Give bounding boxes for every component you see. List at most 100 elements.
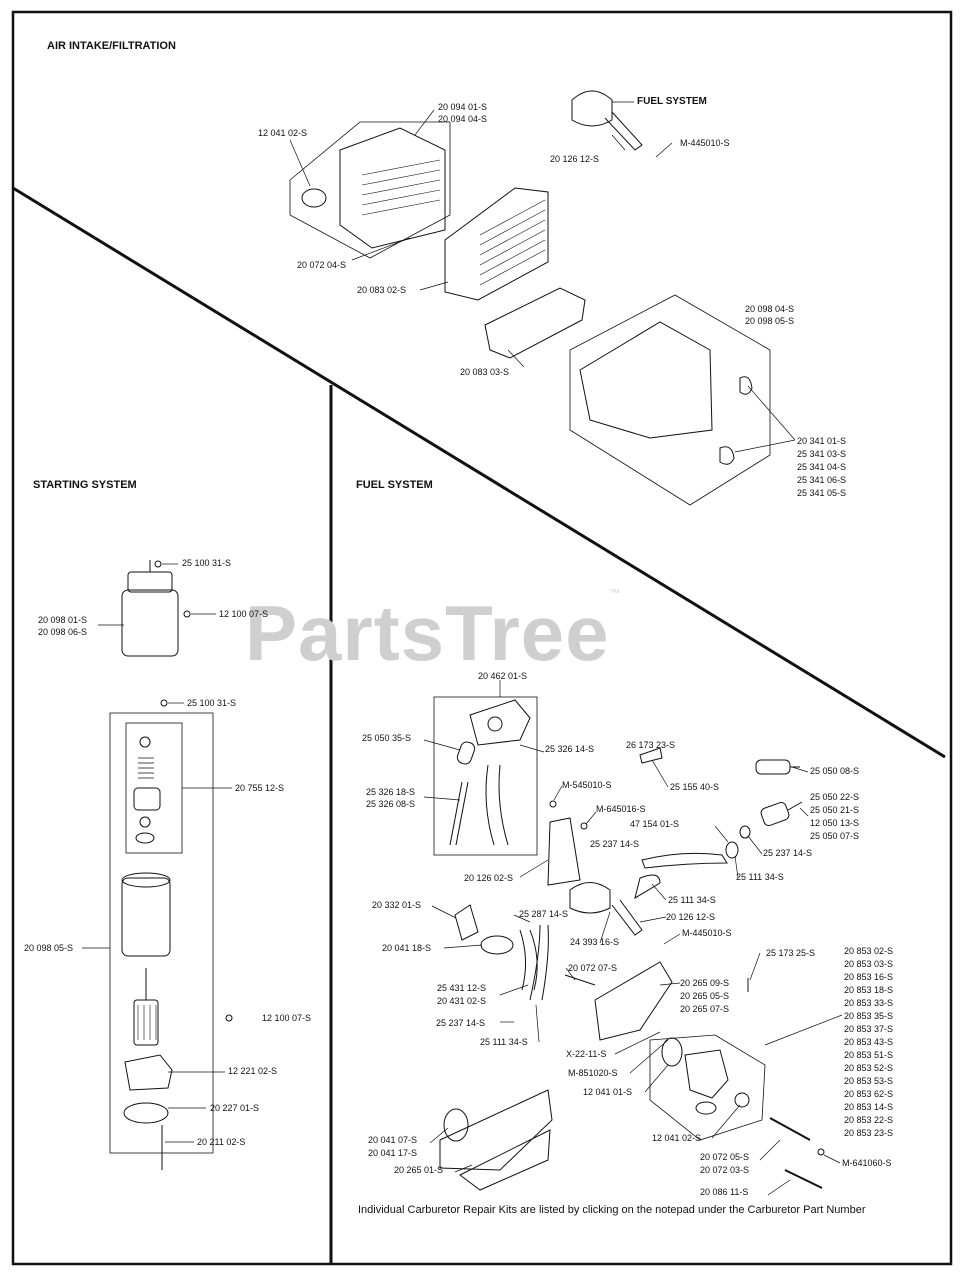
carb-part-label[interactable]: 20 853 03-S — [844, 959, 894, 969]
part-label[interactable]: M-445010-S — [680, 138, 730, 148]
carb-part-label[interactable]: 20 853 23-S — [844, 1128, 894, 1138]
part-label[interactable]: 20 098 05-S — [745, 316, 795, 326]
part-label[interactable]: 12 041 02-S — [258, 128, 308, 138]
part-label[interactable]: 20 083 03-S — [460, 367, 510, 377]
pre-cleaner — [484, 287, 586, 359]
part-label[interactable]: M-641060-S — [842, 1158, 892, 1168]
carburetor-plate — [594, 961, 673, 1041]
carb-part-label[interactable]: 20 853 16-S — [844, 972, 894, 982]
part-label[interactable]: 25 111 34-S — [736, 872, 784, 882]
part-label[interactable]: X-22-11-S — [566, 1049, 607, 1059]
part-label[interactable]: 12 100 07-S — [262, 1013, 312, 1023]
part-label[interactable]: 20 211 02-S — [197, 1137, 246, 1147]
part-label[interactable]: 20 126 12-S — [666, 912, 716, 922]
carb-part-label[interactable]: 20 853 18-S — [844, 985, 894, 995]
part-label[interactable]: 20 265 01-S — [394, 1165, 444, 1175]
part-label[interactable]: 20 265 09-S — [680, 978, 730, 988]
part-label[interactable]: 20 341 01-S — [797, 436, 847, 446]
carb-part-label[interactable]: 20 853 52-S — [844, 1063, 894, 1073]
part-label[interactable]: 20 072 03-S — [700, 1165, 750, 1175]
part-label[interactable]: 26 173 23-S — [626, 740, 676, 750]
fuel-pump — [569, 882, 611, 914]
part-label[interactable]: M-445010-S — [682, 928, 732, 938]
part-label[interactable]: 25 341 04-S — [797, 462, 847, 472]
carb-part-label[interactable]: 20 853 35-S — [844, 1011, 894, 1021]
drive-kit-parts — [133, 736, 161, 844]
part-label[interactable]: 20 126 12-S — [550, 154, 600, 164]
part-label[interactable]: 25 111 34-S — [668, 895, 716, 905]
part-label[interactable]: M-645016-S — [596, 804, 646, 814]
part-label[interactable]: 12 041 02-S — [652, 1133, 702, 1143]
part-label[interactable]: 20 755 12-S — [235, 783, 285, 793]
part-label[interactable]: 20 431 02-S — [437, 996, 487, 1006]
nut-icon-3 — [817, 1148, 825, 1156]
part-label[interactable]: 20 265 05-S — [680, 991, 730, 1001]
part-label[interactable]: 25 100 31-S — [187, 698, 237, 708]
part-label[interactable]: 25 050 07-S — [810, 831, 860, 841]
part-label[interactable]: 25 326 14-S — [545, 744, 595, 754]
part-label[interactable]: 25 155 40-S — [670, 782, 720, 792]
carb-part-label[interactable]: 20 853 43-S — [844, 1037, 894, 1047]
part-label[interactable]: 25 341 05-S — [797, 488, 847, 498]
part-label[interactable]: 25 173 25-S — [766, 948, 816, 958]
air-filter-element — [444, 187, 549, 301]
part-label[interactable]: 25 431 12-S — [437, 983, 487, 993]
part-label[interactable]: 20 083 02-S — [357, 285, 407, 295]
part-label[interactable]: 20 126 02-S — [464, 873, 514, 883]
part-label[interactable]: 25 111 34-S — [480, 1037, 528, 1047]
part-label[interactable]: 20 072 04-S — [297, 260, 347, 270]
part-label[interactable]: 25 237 14-S — [590, 839, 640, 849]
part-label[interactable]: 12 050 13-S — [810, 818, 860, 828]
part-label[interactable]: 25 341 03-S — [797, 449, 847, 459]
part-label[interactable]: 24 393 16-S — [570, 937, 620, 947]
part-label[interactable]: 25 341 06-S — [797, 475, 847, 485]
part-label[interactable]: 25 050 35-S — [362, 733, 412, 743]
part-label[interactable]: 25 050 22-S — [810, 792, 860, 802]
long-bolt — [769, 1117, 811, 1141]
part-label[interactable]: 25 237 14-S — [763, 848, 813, 858]
screw-icon-2 — [580, 822, 588, 830]
air-cleaner-base — [301, 127, 446, 249]
part-label[interactable]: 20 265 07-S — [680, 1004, 730, 1014]
part-label[interactable]: 20 041 17-S — [368, 1148, 418, 1158]
part-label[interactable]: 25 050 08-S — [810, 766, 860, 776]
part-label[interactable]: 25 326 08-S — [366, 799, 416, 809]
part-label[interactable]: M-851020-S — [568, 1068, 618, 1078]
part-label[interactable]: 20 094 04-S — [438, 114, 488, 124]
carb-part-label[interactable]: 20 853 37-S — [844, 1024, 894, 1034]
part-label[interactable]: 20 462 01-S — [478, 671, 528, 681]
carb-part-label[interactable]: 20 853 51-S — [844, 1050, 894, 1060]
carb-part-label[interactable]: 20 853 53-S — [844, 1076, 894, 1086]
part-label[interactable]: 47 154 01-S — [630, 819, 680, 829]
carb-part-label[interactable]: 20 853 62-S — [844, 1089, 894, 1099]
part-label[interactable]: 20 094 01-S — [438, 102, 488, 112]
carb-part-label[interactable]: 20 853 02-S — [844, 946, 894, 956]
carb-part-label[interactable]: 20 853 14-S — [844, 1102, 894, 1112]
part-label[interactable]: 20 098 01-S — [38, 615, 88, 625]
part-label[interactable]: 20 072 05-S — [700, 1152, 750, 1162]
clip — [639, 747, 663, 764]
part-label[interactable]: 20 041 07-S — [368, 1135, 418, 1145]
part-label[interactable]: 20 098 04-S — [745, 304, 795, 314]
part-label[interactable]: 20 332 01-S — [372, 900, 422, 910]
part-label[interactable]: 20 098 06-S — [38, 627, 88, 637]
part-label[interactable]: 20 227 01-S — [210, 1103, 260, 1113]
part-label[interactable]: 20 086 11-S — [700, 1187, 749, 1197]
part-label[interactable]: 25 100 31-S — [182, 558, 232, 568]
part-label[interactable]: 20 041 18-S — [382, 943, 432, 953]
carb-part-label[interactable]: 20 853 33-S — [844, 998, 894, 1008]
manifold-2 — [459, 1129, 551, 1191]
part-label[interactable]: M-545010-S — [562, 780, 612, 790]
part-label[interactable]: 12 041 01-S — [583, 1087, 633, 1097]
part-label[interactable]: 20 098 05-S — [24, 943, 74, 953]
part-label[interactable]: 25 050 21-S — [810, 805, 860, 815]
part-label[interactable]: 25 237 14-S — [436, 1018, 486, 1028]
air-cleaner-base-group — [289, 121, 451, 259]
part-label[interactable]: 20 072 07-S — [568, 963, 618, 973]
part-label[interactable]: 12 221 02-S — [228, 1066, 278, 1076]
part-label[interactable]: 12 100 07-S — [219, 609, 269, 619]
part-label[interactable]: 25 287 14-S — [519, 909, 569, 919]
carb-part-label[interactable]: 20 853 22-S — [844, 1115, 894, 1125]
part-label[interactable]: 25 326 18-S — [366, 787, 416, 797]
